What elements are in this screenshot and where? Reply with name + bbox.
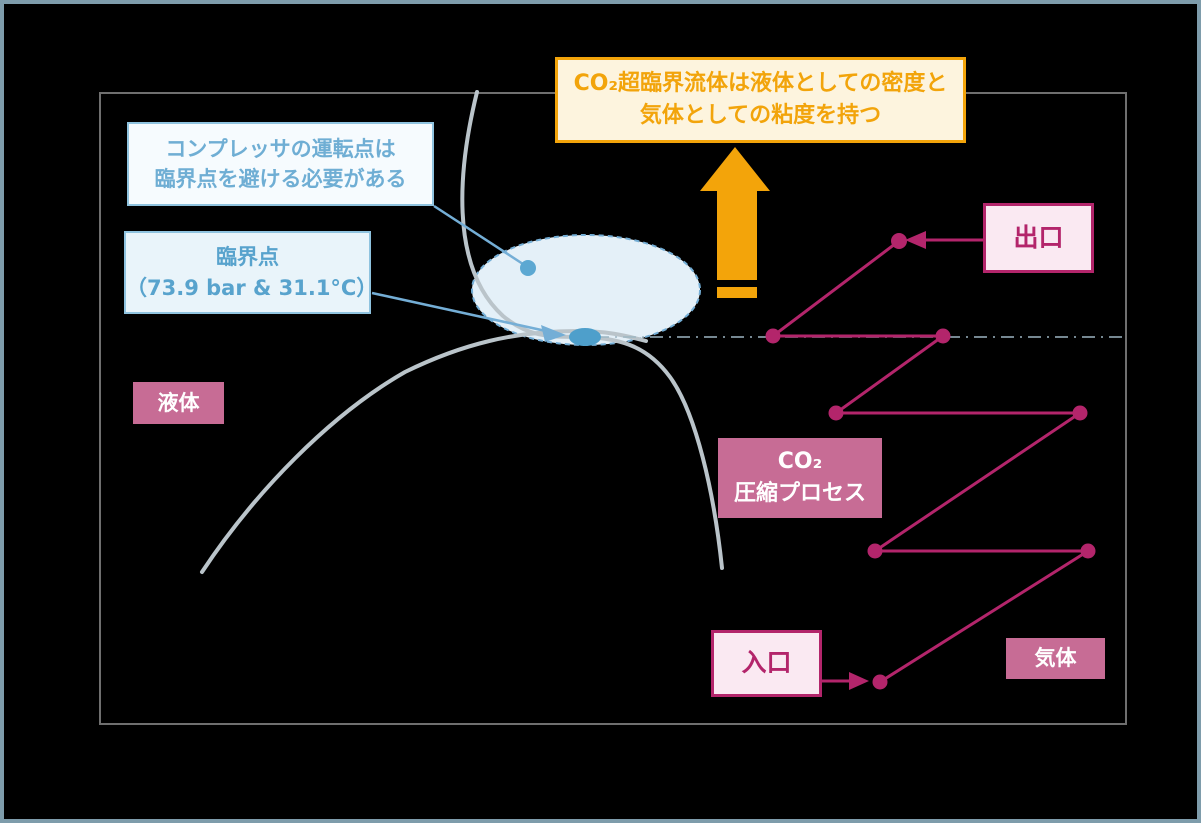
process-point	[1080, 543, 1096, 559]
process-point	[867, 543, 883, 559]
co2-process-label-line2: 圧縮プロセス	[733, 481, 866, 506]
gas-label-text: 気体	[1034, 646, 1077, 671]
gas-label: 気体	[1006, 638, 1105, 679]
critical-point-note-line1: 臨界点	[216, 245, 279, 270]
critical-point-callout-arrow	[371, 291, 566, 342]
liquid-label: 液体	[133, 382, 224, 424]
compressor-note-line2: 臨界点を避ける必要がある	[154, 167, 407, 191]
process-point	[1072, 405, 1088, 421]
inlet-box-text: 入口	[741, 648, 792, 678]
critical-point-note: 臨界点 （73.9 bar & 31.1°C）	[124, 231, 378, 314]
compressor-callout-line	[433, 204, 527, 268]
outlet-box: 出口	[983, 203, 1094, 273]
up-arrow-icon	[700, 147, 770, 298]
outlet-arrow-icon	[905, 231, 983, 249]
supercritical-note: CO₂超臨界流体は液体としての密度と 気体としての粘度を持つ	[555, 57, 966, 143]
process-point-outlet	[891, 233, 907, 249]
inlet-box: 入口	[711, 630, 822, 697]
critical-point-note-line2: （73.9 bar & 31.1°C）	[126, 275, 378, 300]
supercritical-note-line2: 気体としての粘度を持つ	[639, 103, 882, 128]
compressor-operating-point	[520, 260, 536, 276]
supercritical-note-line1: CO₂超臨界流体は液体としての密度と	[573, 71, 948, 97]
process-point	[935, 328, 951, 344]
compressor-note-line1: コンプレッサの運転点は	[165, 136, 396, 161]
process-point	[765, 328, 781, 344]
co2-process-label-line1: CO₂	[777, 449, 823, 475]
process-point	[828, 405, 844, 421]
compressor-note: コンプレッサの運転点は 臨界点を避ける必要がある	[127, 122, 434, 206]
critical-point-marker	[569, 328, 601, 346]
inlet-arrow-icon	[822, 672, 869, 690]
process-point-inlet	[872, 674, 888, 690]
compression-process-path	[765, 233, 1096, 690]
co2-process-label: CO₂ 圧縮プロセス	[718, 438, 882, 518]
saturation-curve	[200, 328, 648, 574]
liquid-label-text: 液体	[157, 390, 200, 415]
outlet-box-text: 出口	[1013, 222, 1064, 252]
